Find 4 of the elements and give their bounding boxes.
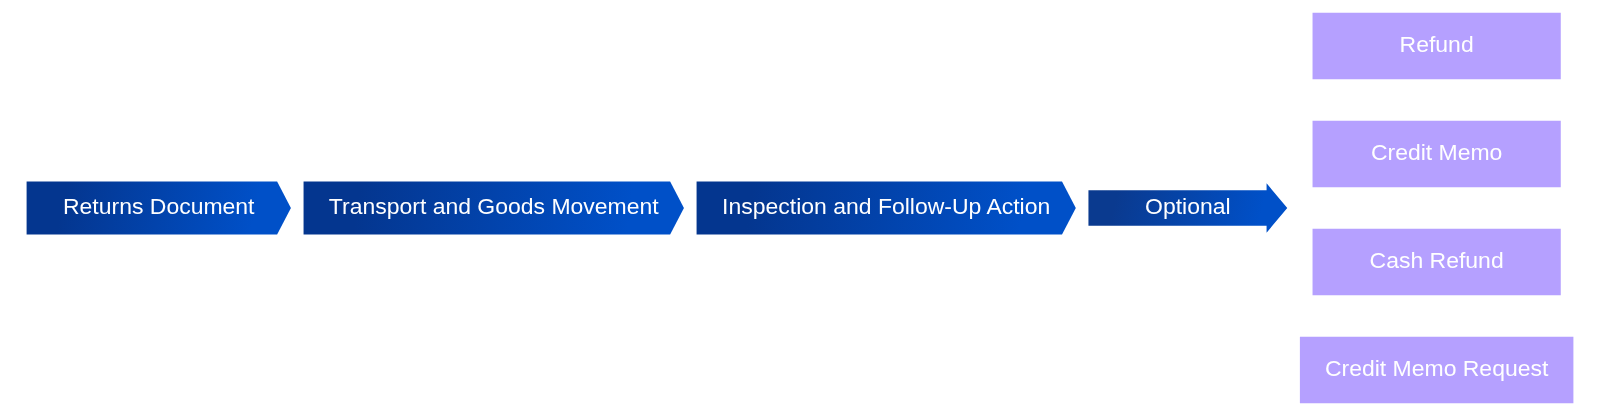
node-box: Credit Memo	[1312, 120, 1561, 188]
node-box: Cash Refund	[1312, 228, 1561, 296]
node-box: Refund	[1312, 12, 1561, 80]
node-box: Credit Memo Request	[1299, 336, 1574, 404]
